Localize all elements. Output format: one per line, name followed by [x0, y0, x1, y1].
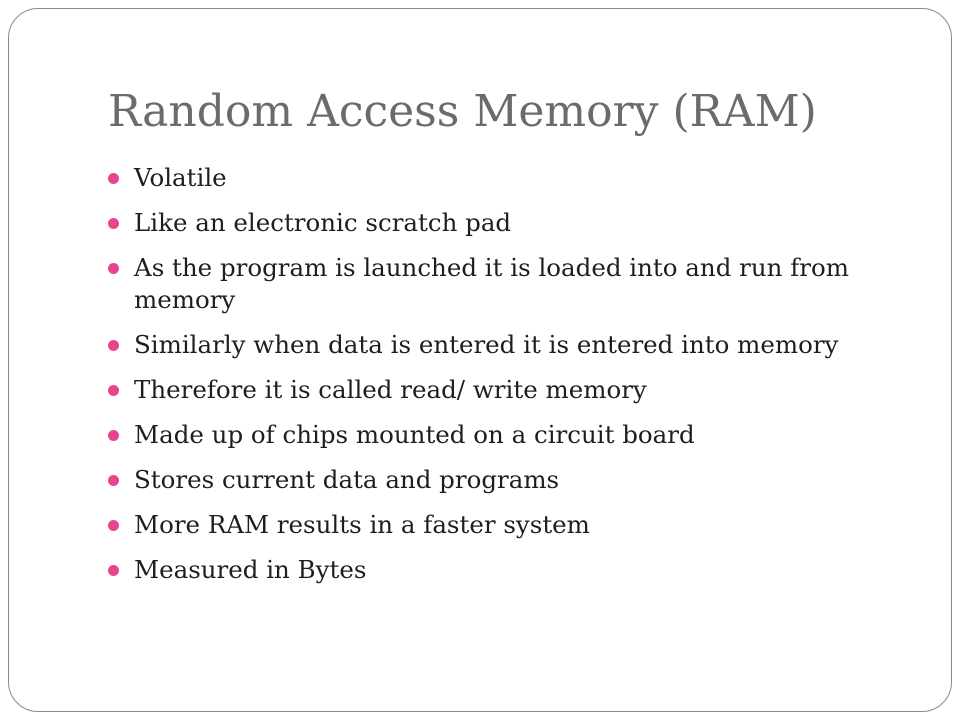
bullet-dot-icon — [108, 565, 119, 576]
bullet-text: Measured in Bytes — [134, 555, 367, 584]
bullet-list: Volatile Like an electronic scratch pad … — [106, 162, 866, 599]
bullet-dot-icon — [108, 173, 119, 184]
bullet-item: Stores current data and programs — [106, 464, 866, 496]
bullet-item: Made up of chips mounted on a circuit bo… — [106, 419, 866, 451]
bullet-item: As the program is launched it is loaded … — [106, 252, 866, 316]
bullet-dot-icon — [108, 385, 119, 396]
bullet-item: Measured in Bytes — [106, 554, 866, 586]
bullet-text: As the program is launched it is loaded … — [134, 253, 849, 314]
bullet-text: Volatile — [134, 163, 227, 192]
bullet-item: Like an electronic scratch pad — [106, 207, 866, 239]
bullet-item: More RAM results in a faster system — [106, 509, 866, 541]
bullet-dot-icon — [108, 340, 119, 351]
bullet-text: Like an electronic scratch pad — [134, 208, 512, 237]
bullet-text: Made up of chips mounted on a circuit bo… — [134, 420, 695, 449]
bullet-text: Stores current data and programs — [134, 465, 560, 494]
bullet-item: Similarly when data is entered it is ent… — [106, 329, 866, 361]
bullet-item: Volatile — [106, 162, 866, 194]
bullet-text: Therefore it is called read/ write memor… — [134, 375, 647, 404]
bullet-dot-icon — [108, 430, 119, 441]
bullet-text: Similarly when data is entered it is ent… — [134, 330, 839, 359]
bullet-text: More RAM results in a faster system — [134, 510, 590, 539]
bullet-item: Therefore it is called read/ write memor… — [106, 374, 866, 406]
slide-frame — [8, 8, 952, 712]
slide-title: Random Access Memory (RAM) — [108, 86, 817, 137]
bullet-dot-icon — [108, 475, 119, 486]
bullet-dot-icon — [108, 520, 119, 531]
bullet-dot-icon — [108, 218, 119, 229]
bullet-dot-icon — [108, 263, 119, 274]
